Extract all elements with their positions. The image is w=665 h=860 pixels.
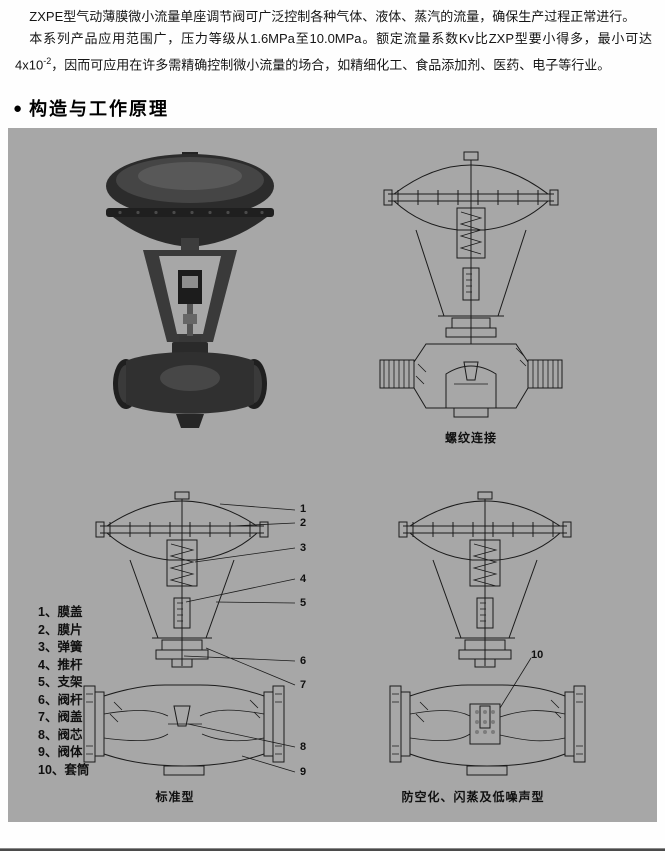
part-item-9: 9、阀体	[38, 745, 83, 759]
intro-paragraph-2: 本系列产品应用范围广，压力等级从1.6MPa至10.0MPa。额定流量系数Kv比…	[15, 28, 652, 76]
page-footer-rule	[0, 848, 665, 851]
callout-10: 10	[531, 649, 544, 661]
part-item-10: 10、套筒	[38, 762, 90, 777]
part-item-4: 4、推杆	[38, 657, 83, 672]
superscript-exponent: -2	[43, 56, 52, 66]
part-item-2: 2、膜片	[38, 622, 83, 637]
callout-7: 7	[300, 679, 307, 691]
intro-paragraph-1: ZXPE型气动薄膜微小流量单座调节阀可广泛控制各种气体、液体、蒸汽的流量，确保生…	[15, 6, 652, 28]
callout-6: 6	[300, 655, 307, 667]
intro-text: ZXPE型气动薄膜微小流量单座调节阀可广泛控制各种气体、液体、蒸汽的流量，确保生…	[15, 6, 652, 76]
callout-3: 3	[300, 542, 307, 554]
low-noise-type-drawing	[389, 491, 586, 776]
figures-panel: 螺纹连接	[8, 128, 657, 822]
standard-type-figure	[70, 490, 298, 785]
part-item-8: 8、阀芯	[38, 727, 83, 742]
callout-9: 9	[300, 766, 307, 778]
callout-5: 5	[300, 597, 307, 609]
intro-paragraph-2-tail: ，因而可应用在许多需精确控制微小流量的场合，如精细化工、食品添加剂、医药、电子等…	[51, 57, 611, 73]
threaded-connection-drawing	[379, 151, 563, 418]
low-noise-type-figure	[380, 490, 595, 785]
callout-2: 2	[300, 517, 307, 529]
callout-4: 4	[300, 573, 307, 585]
part-item-7: 7、阀盖	[38, 710, 83, 724]
section-title: 构造与工作原理	[29, 99, 170, 119]
low-noise-caption: 防空化、闪蒸及低噪声型	[401, 790, 545, 804]
part-item-3: 3、弹簧	[38, 640, 83, 654]
threaded-connection-figure	[376, 148, 566, 420]
intro-paragraph-1-text: ZXPE型气动薄膜微小流量单座调节阀可广泛控制各种气体、液体、蒸汽的流量，确保生…	[29, 9, 636, 24]
standard-type-drawing	[83, 491, 296, 776]
valve-photo-figure	[93, 146, 288, 431]
valve-photo-image	[106, 152, 274, 428]
callout-8: 8	[300, 741, 307, 753]
section-header: ● 构造与工作原理	[13, 95, 169, 121]
callout-1: 1	[300, 503, 307, 515]
intro-paragraph-2-text: 本系列产品应用范围广，压力等级从1.6MPa至10.0MPa。额定流量系数Kv比…	[15, 31, 652, 73]
parts-list: 1、膜盖 2、膜片 3、弹簧 4、推杆 5、支架 6、阀杆 7、阀盖 8、阀芯 …	[38, 604, 89, 779]
section-bullet-icon: ●	[13, 99, 23, 117]
standard-caption: 标准型	[155, 790, 195, 804]
threaded-caption: 螺纹连接	[444, 431, 497, 445]
part-item-6: 6、阀杆	[38, 692, 83, 707]
part-item-1: 1、膜盖	[38, 605, 83, 619]
part-item-5: 5、支架	[38, 675, 83, 689]
